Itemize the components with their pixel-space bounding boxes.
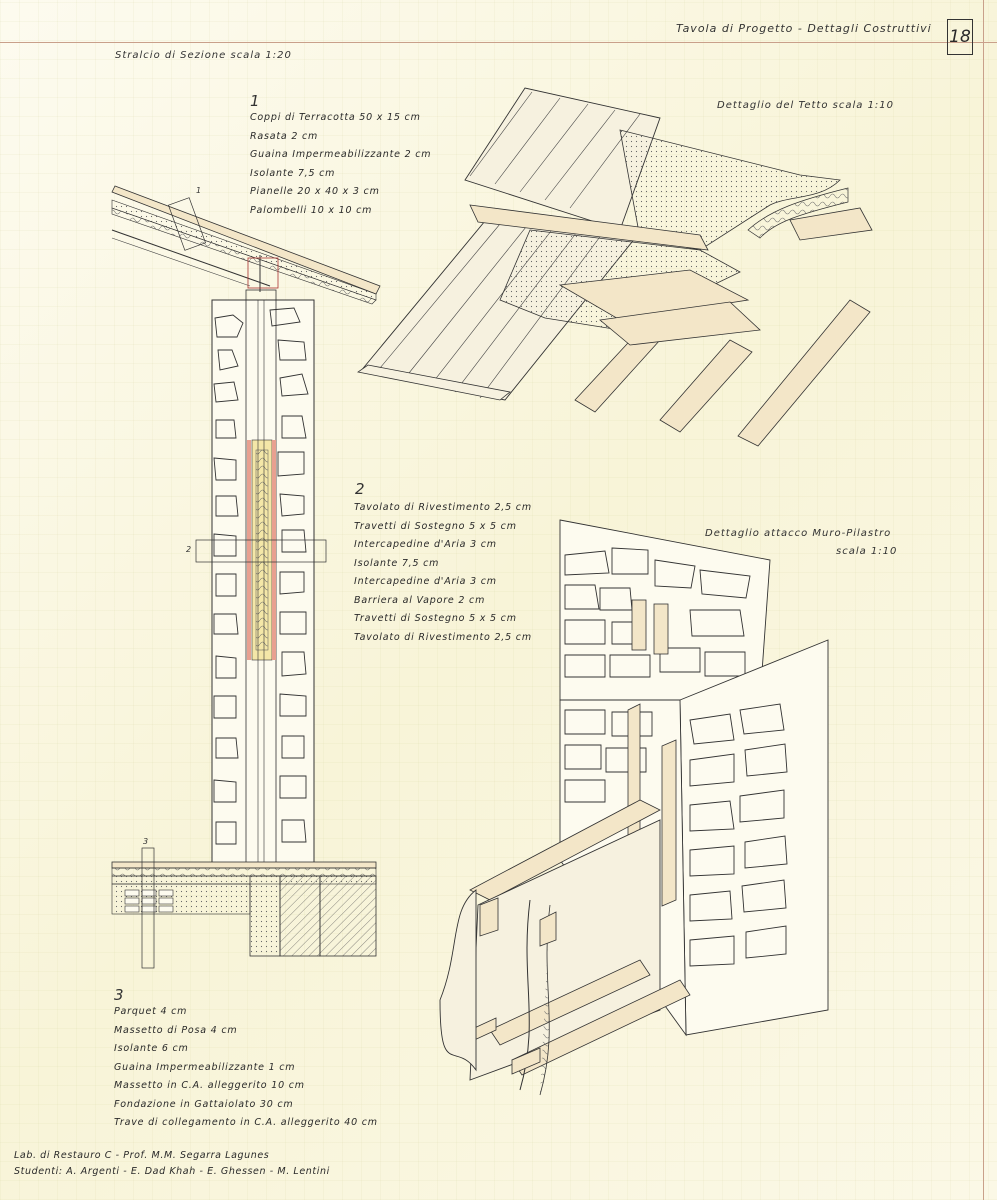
legend-3-list: Parquet 4 cm Massetto di Posa 4 cm Isola…: [114, 1006, 378, 1136]
legend-item: Trave di collegamento in C.A. alleggerit…: [114, 1117, 378, 1128]
legend-item: Isolante 7,5 cm: [250, 167, 336, 179]
legend-item: Guaina Impermeabilizzante 2 cm: [250, 149, 432, 160]
legend-item: Travetti di Sostegno 5 x 5 cm: [354, 520, 517, 532]
legend-item: Massetto in C.A. alleggerito 10 cm: [114, 1080, 305, 1091]
legend-item: Pianelle 20 x 40 x 3 cm: [250, 186, 380, 197]
legend-item: Massetto di Posa 4 cm: [114, 1024, 238, 1036]
sheet-title: Tavola di Progetto - Dettagli Costruttiv…: [676, 22, 932, 35]
wall-section-drawing: [111, 185, 381, 969]
legend-1-list: Coppi di Terracotta 50 x 15 cm Rasata 2 …: [250, 112, 431, 223]
legend-item: Palombelli 10 x 10 cm: [250, 204, 373, 216]
legend-item: Isolante 6 cm: [114, 1043, 189, 1054]
legend-1-number: 1: [250, 92, 261, 110]
wall-detail-scale: scala 1:10: [836, 546, 898, 557]
legend-item: Tavolato di Rivestimento 2,5 cm: [354, 631, 532, 643]
legend-item: Travetti di Sostegno 5 x 5 cm: [354, 613, 517, 624]
legend-item: Rasata 2 cm: [250, 130, 319, 142]
wall-pillar-isometric-drawing: [439, 519, 829, 1096]
credits-block: Lab. di Restauro C - Prof. M.M. Segarra …: [14, 1150, 330, 1182]
legend-item: Coppi di Terracotta 50 x 15 cm: [250, 112, 421, 123]
frame-right-line: [983, 0, 984, 1200]
legend-item: Isolante 7,5 cm: [354, 557, 440, 569]
credits-students: Studenti: A. Argenti - E. Dad Khah - E. …: [14, 1166, 330, 1177]
legend-item: Guaina Impermeabilizzante 1 cm: [114, 1061, 296, 1073]
legend-item: Tavolato di Rivestimento 2,5 cm: [354, 502, 532, 513]
section-marker-3: 3: [143, 837, 150, 846]
legend-3-number: 3: [114, 986, 125, 1004]
credits-lab: Lab. di Restauro C - Prof. M.M. Segarra …: [14, 1150, 270, 1161]
legend-item: Intercapedine d'Aria 3 cm: [354, 539, 497, 550]
wall-detail-label: Dettaglio attacco Muro-Pilastro: [705, 528, 892, 539]
sheet-number: 18: [947, 19, 973, 55]
section-marker-2: 2: [186, 545, 193, 554]
legend-2-number: 2: [355, 480, 366, 498]
legend-item: Parquet 4 cm: [114, 1006, 188, 1017]
legend-item: Intercapedine d'Aria 3 cm: [354, 576, 497, 587]
legend-item: Barriera al Vapore 2 cm: [354, 594, 486, 606]
legend-item: Fondazione in Gattaiolato 30 cm: [114, 1098, 294, 1110]
legend-2-list: Tavolato di Rivestimento 2,5 cm Travetti…: [354, 502, 532, 650]
roof-isometric-drawing: [357, 87, 873, 447]
section-marker-1: 1: [196, 186, 203, 195]
frame-top-line: [0, 42, 997, 43]
section-label: Stralcio di Sezione scala 1:20: [115, 50, 292, 61]
roof-detail-label: Dettaglio del Tetto scala 1:10: [717, 100, 895, 111]
